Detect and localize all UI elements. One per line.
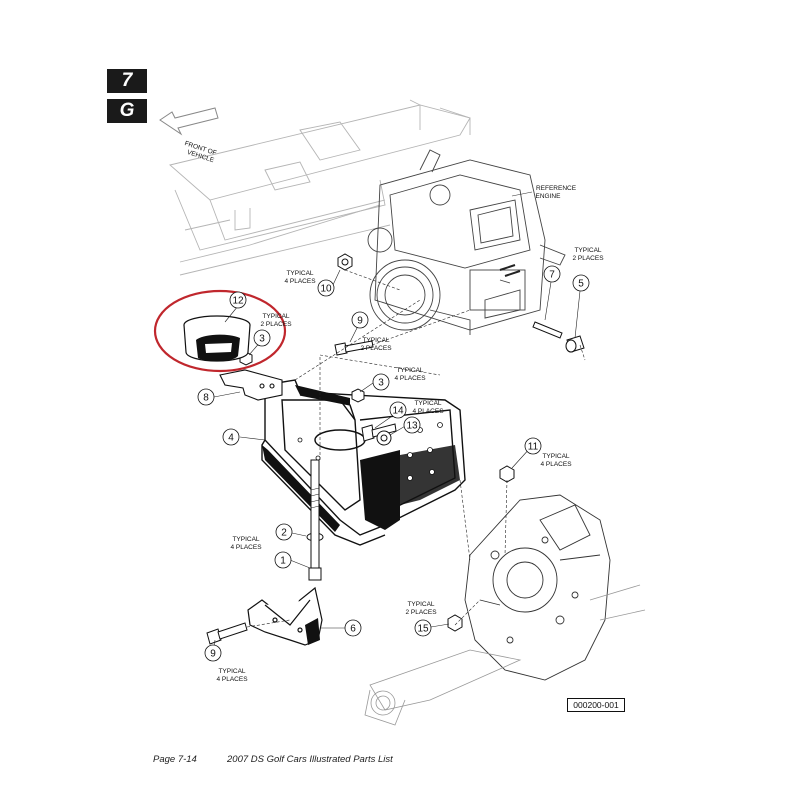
figure-id: 000200-001 bbox=[567, 698, 625, 712]
typical-4-places-14-l2: 4 PLACES bbox=[412, 408, 444, 415]
typical-4-places-3-l2: 4 PLACES bbox=[394, 375, 426, 382]
callout-6: 6 bbox=[344, 619, 362, 637]
typical-4-places-11-l1: TYPICAL bbox=[542, 453, 569, 460]
front-arrow-icon bbox=[159, 107, 219, 136]
svg-text:15: 15 bbox=[417, 624, 429, 635]
typical-2-places-15-l1: TYPICAL bbox=[407, 601, 434, 608]
callout-9-top: 9 bbox=[351, 311, 369, 329]
lower-bracket-part-6 bbox=[247, 586, 323, 646]
reference-engine-label-line1: REFERENCE bbox=[536, 185, 577, 192]
callout-1: 1 bbox=[274, 551, 292, 569]
typical-4-places-3-l1: TYPICAL bbox=[396, 367, 423, 374]
svg-text:7: 7 bbox=[549, 270, 555, 281]
svg-text:13: 13 bbox=[406, 421, 418, 432]
svg-text:4: 4 bbox=[228, 433, 234, 444]
bolt-threads bbox=[310, 487, 320, 509]
callout-10: 10 bbox=[317, 279, 335, 297]
typical-2-places-7-l1: TYPICAL bbox=[574, 247, 601, 254]
typical-2-places-9-l1: TYPICAL bbox=[362, 337, 389, 344]
reference-engine bbox=[367, 149, 566, 335]
chapter-tab: 7 bbox=[107, 69, 147, 93]
footer-title: 2007 DS Golf Cars Illustrated Parts List bbox=[227, 754, 393, 765]
typical-4-places-11-l2: 4 PLACES bbox=[540, 461, 572, 468]
svg-text:3: 3 bbox=[259, 334, 265, 345]
typical-4-places-2-l2: 4 PLACES bbox=[230, 544, 262, 551]
callout-13: 13 bbox=[403, 416, 421, 434]
callout-3-top: 3 bbox=[253, 329, 271, 347]
typical-2-places-15-l2: 2 PLACES bbox=[405, 609, 437, 616]
callout-4: 4 bbox=[222, 428, 240, 446]
typical-4-places-14-l1: TYPICAL bbox=[414, 400, 441, 407]
svg-text:6: 6 bbox=[350, 624, 356, 635]
highlight-ring bbox=[153, 289, 287, 373]
transaxle bbox=[464, 494, 611, 681]
svg-text:9: 9 bbox=[210, 649, 216, 660]
bracket-shading bbox=[262, 385, 460, 532]
typical-2-places-8-l1: TYPICAL bbox=[262, 313, 289, 320]
typical-4-places-10-l1: TYPICAL bbox=[286, 270, 313, 277]
typical-2-places-9-l2: 2 PLACES bbox=[360, 345, 392, 352]
callout-2: 2 bbox=[275, 523, 293, 541]
rubber-mount-part-12 bbox=[183, 315, 251, 362]
svg-text:3: 3 bbox=[378, 378, 384, 389]
callout-12: 12 bbox=[229, 291, 247, 309]
typical-2-places-8-l2: 2 PLACES bbox=[260, 321, 292, 328]
svg-text:1: 1 bbox=[280, 556, 286, 567]
typical-4-places-9-l1: TYPICAL bbox=[218, 668, 245, 675]
engine-hatching bbox=[499, 264, 521, 277]
footer-page-number: Page 7-14 bbox=[153, 754, 197, 765]
svg-text:10: 10 bbox=[320, 284, 332, 295]
svg-text:8: 8 bbox=[203, 393, 209, 404]
typical-4-places-9-l2: 4 PLACES bbox=[216, 676, 248, 683]
svg-text:9: 9 bbox=[357, 316, 363, 327]
callout-11: 11 bbox=[524, 437, 542, 455]
svg-text:5: 5 bbox=[578, 279, 584, 290]
svg-text:12: 12 bbox=[232, 296, 244, 307]
callout-9-bottom: 9 bbox=[204, 644, 222, 662]
plate-part-8 bbox=[219, 369, 283, 401]
typical-labels: TYPICAL 4 PLACES TYPICAL 2 PLACES TYPICA… bbox=[216, 247, 604, 683]
lower-bracket-shade bbox=[305, 618, 320, 645]
svg-text:2: 2 bbox=[281, 528, 287, 539]
svg-text:11: 11 bbox=[528, 442, 539, 453]
callouts: 1 2 3 3 4 5 6 7 8 9 9 10 11 12 13 14 15 bbox=[197, 265, 590, 662]
section-tab: G bbox=[107, 99, 147, 123]
hardware-parts bbox=[206, 253, 585, 645]
typical-4-places-10-l2: 4 PLACES bbox=[284, 278, 316, 285]
callout-3-middle: 3 bbox=[372, 373, 390, 391]
callout-8: 8 bbox=[197, 388, 215, 406]
reference-engine-label-line2: ENGINE bbox=[536, 193, 562, 200]
callout-5: 5 bbox=[572, 274, 590, 292]
callout-7: 7 bbox=[543, 265, 561, 283]
callout-14: 14 bbox=[389, 401, 407, 419]
typical-4-places-2-l1: TYPICAL bbox=[232, 536, 259, 543]
axle-tube bbox=[364, 584, 646, 726]
svg-text:14: 14 bbox=[392, 406, 404, 417]
vehicle-frame bbox=[169, 99, 471, 276]
typical-2-places-7-l2: 2 PLACES bbox=[572, 255, 604, 262]
callout-15: 15 bbox=[414, 619, 432, 637]
